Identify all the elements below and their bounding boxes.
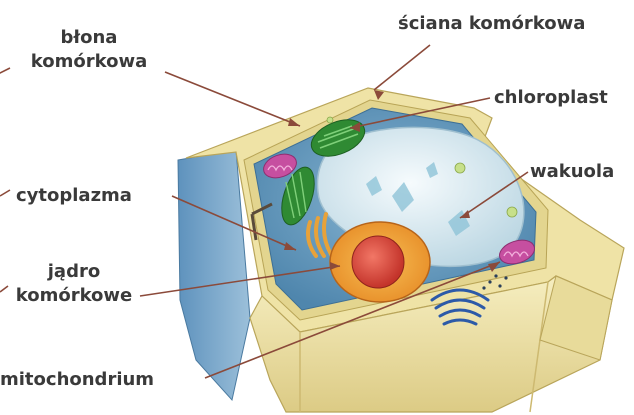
leader-nucleus-left	[0, 286, 8, 292]
label-cytoplasm: cytoplazma	[16, 184, 132, 208]
leader-plasma-membrane-left	[0, 68, 10, 74]
label-nucleus: jądro komórkowe	[12, 260, 136, 308]
leader-plasma-membrane	[165, 72, 300, 126]
label-plasma-membrane-line2: komórkowa	[18, 50, 160, 74]
nucleolus	[352, 236, 404, 288]
label-nucleus-line2: komórkowe	[12, 284, 136, 308]
label-cell-wall: ściana komórkowa	[398, 12, 585, 36]
label-vacuole: wakuola	[530, 160, 614, 184]
label-plasma-membrane-line1: błona	[18, 26, 160, 50]
label-mitochondrion: mitochondrium	[0, 368, 154, 392]
left-side-face	[178, 150, 250, 400]
label-chloroplast: chloroplast	[494, 86, 608, 110]
label-plasma-membrane: błona komórkowa	[18, 26, 160, 74]
label-nucleus-line1: jądro	[12, 260, 136, 284]
leader-cell-wall	[374, 45, 430, 90]
leader-cytoplasm-left	[0, 190, 10, 196]
